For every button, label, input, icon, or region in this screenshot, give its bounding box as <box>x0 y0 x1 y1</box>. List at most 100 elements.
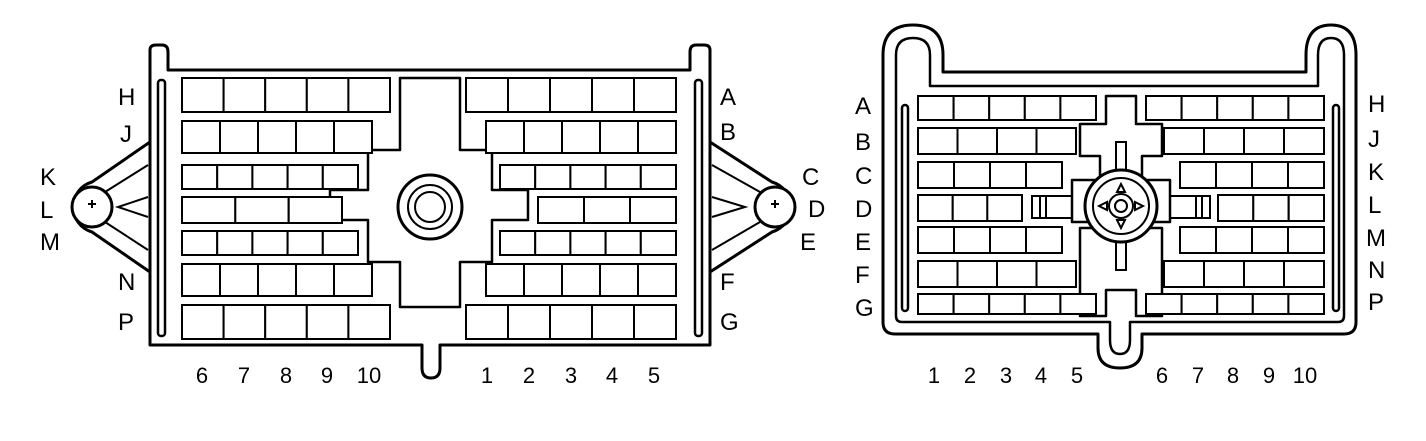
terminal-cavity <box>251 230 289 256</box>
terminal-cavity <box>347 304 391 340</box>
terminal-cavity <box>181 196 237 224</box>
terminal-cavity <box>988 293 1026 315</box>
right-connector-row-labels-right: H J K L M N P <box>1366 91 1386 316</box>
column-label: 3 <box>1000 363 1012 388</box>
terminal-cavity <box>1025 161 1063 189</box>
terminal-cavity <box>917 161 955 189</box>
terminal-cavity <box>917 293 955 315</box>
row-label: F <box>855 262 870 289</box>
row-label: H <box>118 84 135 111</box>
terminal-cavity <box>234 196 290 224</box>
terminal-cavity <box>181 120 221 154</box>
terminal-cavity <box>561 263 601 297</box>
terminal-cavity <box>1217 194 1255 222</box>
terminal-cavity <box>264 77 308 113</box>
terminal-cavity <box>633 77 677 113</box>
terminal-cavity <box>917 95 955 121</box>
terminal-cavity <box>569 230 607 256</box>
terminal-cavity <box>295 263 335 297</box>
terminal-cavity <box>591 304 635 340</box>
terminal-cavity <box>1203 260 1245 288</box>
column-label: 7 <box>238 363 250 388</box>
terminal-cavity <box>321 230 359 256</box>
terminal-cavity <box>537 196 585 224</box>
terminal-cavity <box>305 304 350 340</box>
terminal-cavity <box>569 164 607 190</box>
terminal-cavity <box>1252 194 1290 222</box>
right-terminal-cavities <box>917 95 1326 315</box>
terminal-cavity <box>465 77 509 113</box>
terminal-cavity <box>1180 95 1219 121</box>
terminal-cavity <box>499 164 537 190</box>
terminal-cavity <box>286 164 324 190</box>
terminal-cavity <box>1283 260 1325 288</box>
terminal-cavity <box>639 230 677 256</box>
terminal-cavity <box>604 230 642 256</box>
terminal-cavity <box>1251 293 1290 315</box>
terminal-cavity <box>499 230 537 256</box>
terminal-cavity <box>333 120 373 154</box>
terminal-cavity <box>1215 226 1253 254</box>
terminal-cavity <box>1243 127 1285 155</box>
column-label: 7 <box>1192 363 1204 388</box>
row-label: B <box>855 129 871 156</box>
terminal-cavity <box>1145 95 1183 121</box>
terminal-cavity <box>485 263 525 297</box>
terminal-cavity <box>1287 226 1325 254</box>
terminal-cavity <box>219 120 259 154</box>
column-label: 6 <box>1156 363 1168 388</box>
terminal-cavity <box>1180 293 1219 315</box>
column-label: 9 <box>321 363 333 388</box>
terminal-cavity <box>485 120 525 154</box>
terminal-cavity <box>1287 161 1325 189</box>
row-label: B <box>720 119 736 146</box>
terminal-cavity <box>222 304 267 340</box>
terminal-cavity <box>917 127 959 155</box>
terminal-cavity <box>347 77 391 113</box>
terminal-cavity <box>534 230 572 256</box>
row-label: K <box>1368 159 1384 186</box>
right-connector: A B C D E F G H J K L M N P 1 2 3 4 5 6 … <box>855 23 1386 388</box>
terminal-cavity <box>216 230 254 256</box>
terminal-cavity <box>599 120 639 154</box>
column-label: 9 <box>1263 363 1275 388</box>
column-label: 8 <box>280 363 292 388</box>
terminal-cavity <box>917 226 955 254</box>
terminal-cavity <box>222 77 267 113</box>
terminal-cavity <box>321 164 359 190</box>
row-label: G <box>720 309 739 336</box>
terminal-cavity <box>549 304 593 340</box>
terminal-cavity <box>1163 127 1205 155</box>
terminal-cavity <box>507 304 551 340</box>
row-label: D <box>808 196 825 223</box>
terminal-cavity <box>465 304 509 340</box>
terminal-cavity <box>917 260 959 288</box>
terminal-cavity <box>181 304 225 340</box>
terminal-cavity <box>286 230 324 256</box>
terminal-cavity <box>1035 260 1077 288</box>
row-label: M <box>1366 225 1386 252</box>
terminal-cavity <box>523 120 563 154</box>
terminal-cavity <box>507 77 551 113</box>
terminal-cavity <box>1251 226 1289 254</box>
terminal-cavity <box>1023 95 1062 121</box>
row-label: F <box>720 269 735 296</box>
terminal-cavity <box>257 120 297 154</box>
terminal-cavity <box>988 95 1026 121</box>
terminal-cavity <box>986 194 1023 222</box>
terminal-cavity <box>1215 161 1253 189</box>
terminal-cavity <box>181 230 219 256</box>
row-label: M <box>40 229 60 256</box>
row-label: J <box>120 121 132 148</box>
terminal-cavity <box>633 304 677 340</box>
terminal-cavity <box>257 263 297 297</box>
terminal-cavity <box>953 226 991 254</box>
terminal-cavity <box>951 194 989 222</box>
left-terminal-cavities <box>181 77 677 340</box>
terminal-cavity <box>591 77 635 113</box>
column-label: 4 <box>606 363 618 388</box>
row-label: H <box>1368 91 1385 118</box>
column-label: 2 <box>523 363 535 388</box>
column-label: 4 <box>1035 363 1047 388</box>
terminal-cavity <box>1287 293 1326 315</box>
